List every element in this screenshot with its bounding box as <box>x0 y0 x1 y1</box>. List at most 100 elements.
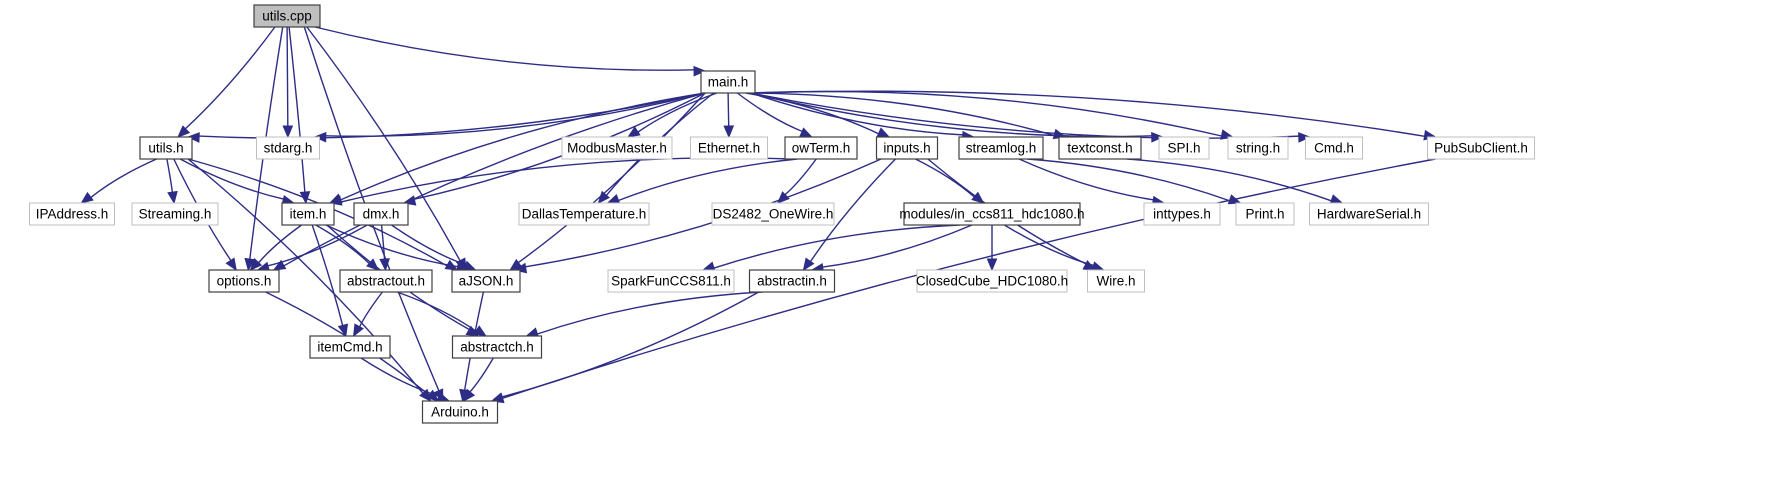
node-box[interactable] <box>1235 202 1295 226</box>
dependency-edge <box>1004 224 1094 267</box>
dependency-edge <box>537 291 763 335</box>
node-box[interactable] <box>208 269 280 293</box>
node-box[interactable] <box>339 269 433 293</box>
dependency-edge <box>166 158 174 193</box>
graph-node[interactable]: textconst.h <box>1058 136 1142 160</box>
graph-node[interactable]: DS2482_OneWire.h <box>711 202 835 226</box>
graph-node[interactable]: abstractin.h <box>748 269 836 293</box>
dependency-edge <box>618 158 798 202</box>
graph-node[interactable]: item.h <box>281 202 335 226</box>
graph-node[interactable]: HardwareSerial.h <box>1309 202 1429 226</box>
graph-node[interactable]: inputs.h <box>875 136 939 160</box>
node-box[interactable] <box>958 136 1044 160</box>
edge-arrowhead <box>1329 194 1344 205</box>
node-box[interactable] <box>139 136 193 160</box>
graph-node[interactable]: ClosedCube_HDC1080.h <box>916 269 1068 293</box>
graph-node[interactable]: string.h <box>1227 136 1289 160</box>
node-box[interactable] <box>1087 269 1145 293</box>
graph-node[interactable]: PubSubClient.h <box>1427 136 1535 160</box>
graph-node[interactable]: Print.h <box>1235 202 1295 226</box>
node-box[interactable] <box>309 335 391 359</box>
node-box[interactable] <box>748 269 836 293</box>
graph-node[interactable]: Wire.h <box>1087 269 1145 293</box>
graph-node[interactable]: options.h <box>208 269 280 293</box>
node-label: DallasTemperature.h <box>522 207 647 222</box>
node-label: string.h <box>1236 141 1280 156</box>
node-box[interactable] <box>903 202 1081 226</box>
node-box[interactable] <box>1158 136 1210 160</box>
node-box[interactable] <box>131 202 219 226</box>
dependency-edge <box>315 224 370 265</box>
graph-node[interactable]: Streaming.h <box>131 202 219 226</box>
node-box[interactable] <box>1143 202 1221 226</box>
node-box[interactable] <box>561 136 673 160</box>
dependency-edge <box>713 224 960 269</box>
dependency-edge <box>325 92 706 137</box>
graph-node[interactable]: Ethernet.h <box>690 136 768 160</box>
edge-arrowhead <box>177 125 191 138</box>
node-label: ModbusMaster.h <box>567 141 667 156</box>
node-box[interactable] <box>353 202 409 226</box>
graph-node[interactable]: SparkFunCCS811.h <box>607 269 735 293</box>
dependency-edge <box>727 92 730 127</box>
graph-node[interactable]: SPI.h <box>1158 136 1210 160</box>
edge-arrowhead <box>272 259 287 271</box>
node-box[interactable] <box>256 136 320 160</box>
dependency-edge <box>915 158 975 198</box>
node-box[interactable] <box>518 202 650 226</box>
node-box[interactable] <box>29 202 115 226</box>
edge-arrowhead <box>802 257 815 272</box>
node-box[interactable] <box>690 136 768 160</box>
node-box[interactable] <box>711 202 835 226</box>
graph-node[interactable]: Cmd.h <box>1305 136 1363 160</box>
graph-node[interactable]: main.h <box>700 70 756 94</box>
node-box[interactable] <box>451 335 543 359</box>
dependency-edge <box>637 92 718 133</box>
node-box[interactable] <box>1427 136 1535 160</box>
node-box[interactable] <box>700 70 756 94</box>
dependency-edge <box>517 92 706 264</box>
graph-node[interactable]: DallasTemperature.h <box>518 202 650 226</box>
graph-node[interactable]: utils.h <box>139 136 193 160</box>
node-label: IPAddress.h <box>36 207 109 222</box>
graph-node[interactable]: aJSON.h <box>451 269 521 293</box>
dependency-edge <box>314 26 695 71</box>
edge-arrowhead <box>876 127 891 138</box>
node-box[interactable] <box>607 269 735 293</box>
graph-node[interactable]: inttypes.h <box>1143 202 1221 226</box>
graph-node[interactable]: itemCmd.h <box>309 335 391 359</box>
node-box[interactable] <box>421 400 499 424</box>
dependency-edge <box>750 92 1152 138</box>
dependency-edge <box>750 92 1055 137</box>
node-box[interactable] <box>1309 202 1429 226</box>
graph-node[interactable]: stdarg.h <box>256 136 320 160</box>
node-label: abstractch.h <box>460 340 534 355</box>
node-box[interactable] <box>916 269 1068 293</box>
node-label: HardwareSerial.h <box>1317 207 1421 222</box>
node-box[interactable] <box>784 136 858 160</box>
graph-node[interactable]: owTerm.h <box>784 136 858 160</box>
graph-node[interactable]: ModbusMaster.h <box>561 136 673 160</box>
graph-node[interactable]: streamlog.h <box>958 136 1044 160</box>
node-box[interactable] <box>253 4 321 28</box>
graph-node[interactable]: abstractch.h <box>451 335 543 359</box>
node-box[interactable] <box>1227 136 1289 160</box>
node-box[interactable] <box>1058 136 1142 160</box>
node-box[interactable] <box>451 269 521 293</box>
graph-node[interactable]: Arduino.h <box>421 400 499 424</box>
node-box[interactable] <box>1305 136 1363 160</box>
edge-arrowhead <box>167 190 178 205</box>
graph-node[interactable]: IPAddress.h <box>29 202 115 226</box>
edge-arrowhead <box>799 127 813 138</box>
node-box[interactable] <box>875 136 939 160</box>
graph-node[interactable]: modules/in_ccs811_hdc1080.h <box>899 202 1085 226</box>
node-label: Wire.h <box>1096 274 1135 289</box>
dependency-edge <box>525 158 882 268</box>
graph-node[interactable]: abstractout.h <box>339 269 433 293</box>
edge-arrowhead <box>723 125 735 139</box>
dependency-edge <box>750 92 1299 139</box>
graph-node[interactable]: dmx.h <box>353 202 409 226</box>
node-box[interactable] <box>281 202 335 226</box>
graph-node[interactable]: utils.cpp <box>253 4 321 28</box>
